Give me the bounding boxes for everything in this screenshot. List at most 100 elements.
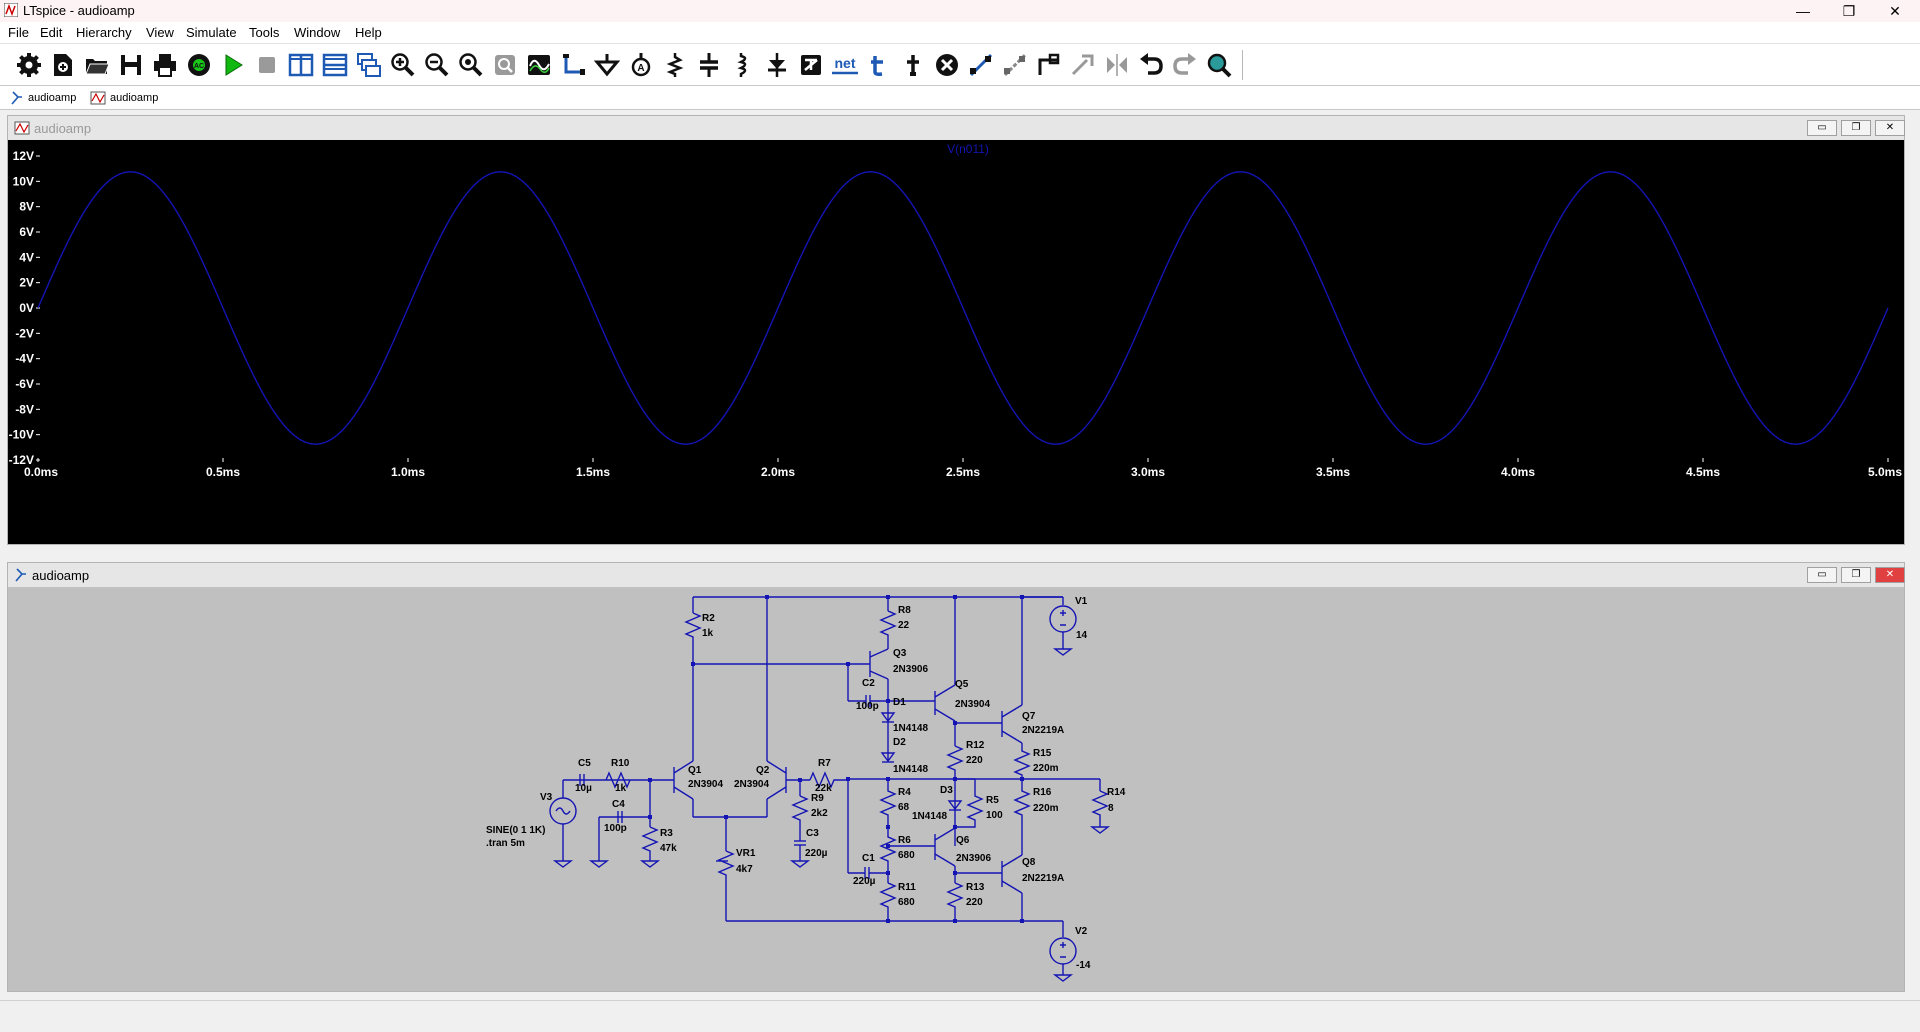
schematic-canvas[interactable]: R21kR822V114Q32N3906C2100pD1Q52N3904Q72N… xyxy=(8,587,1904,991)
close-button[interactable]: ✕ xyxy=(1889,2,1901,19)
move-icon[interactable] xyxy=(1000,50,1030,80)
undo-icon[interactable] xyxy=(1136,50,1166,80)
duplicate-icon[interactable] xyxy=(966,50,996,80)
component-label[interactable]: R6 xyxy=(898,835,911,846)
label-icon[interactable]: A xyxy=(626,50,656,80)
component-label[interactable]: R9 xyxy=(811,793,824,804)
component-label[interactable]: 100p xyxy=(604,823,627,834)
component-label[interactable]: Q5 xyxy=(955,679,969,690)
menu-file[interactable]: File xyxy=(8,25,29,40)
component-label[interactable]: R10 xyxy=(611,758,630,769)
component-label[interactable]: 2N2219A xyxy=(1022,873,1064,884)
component-label[interactable]: SINE(0 1 1K) xyxy=(486,825,545,836)
component-label[interactable]: 14 xyxy=(1076,630,1088,641)
component-label[interactable]: R15 xyxy=(1033,748,1052,759)
text-icon[interactable] xyxy=(864,50,894,80)
minimize-button[interactable]: — xyxy=(1796,3,1810,19)
halt-icon[interactable] xyxy=(252,50,282,80)
component-label[interactable]: R2 xyxy=(702,613,715,624)
component-label[interactable]: 2N2219A xyxy=(1022,725,1064,736)
component-label[interactable]: Q6 xyxy=(956,835,970,846)
component-label[interactable]: VR1 xyxy=(736,848,756,859)
redo-icon[interactable] xyxy=(1170,50,1200,80)
component-label[interactable]: R3 xyxy=(660,828,673,839)
component-label[interactable]: Q3 xyxy=(893,648,907,659)
component-label[interactable]: 100p xyxy=(856,701,879,712)
component-label[interactable]: R12 xyxy=(966,740,985,751)
resistor-icon[interactable] xyxy=(660,50,690,80)
component-label[interactable]: 4k7 xyxy=(736,864,753,875)
component-label[interactable]: 1N4148 xyxy=(893,723,928,734)
mdi-minimize-button[interactable]: ▭ xyxy=(1807,567,1837,583)
mdi-close-button[interactable]: ✕ xyxy=(1875,567,1905,583)
component-label[interactable]: 680 xyxy=(898,897,915,908)
component-label[interactable]: 2N3904 xyxy=(955,699,990,710)
component-label[interactable]: R13 xyxy=(966,882,985,893)
component-label[interactable]: C4 xyxy=(612,799,625,810)
autorange-icon[interactable] xyxy=(524,50,554,80)
component-label[interactable]: R5 xyxy=(986,795,999,806)
mdi-minimize-button[interactable]: ▭ xyxy=(1807,120,1837,136)
component-label[interactable]: -14 xyxy=(1076,960,1091,971)
component-label[interactable]: 2N3906 xyxy=(893,664,928,675)
component-icon[interactable] xyxy=(796,50,826,80)
component-label[interactable]: R14 xyxy=(1107,787,1126,798)
zoom-out-icon[interactable] xyxy=(422,50,452,80)
drag-icon[interactable] xyxy=(1034,50,1064,80)
component-label[interactable]: 22k xyxy=(815,783,832,794)
component-label[interactable]: V3 xyxy=(540,792,553,803)
component-label[interactable]: 1N4148 xyxy=(893,764,928,775)
component-label[interactable]: 220µ xyxy=(805,848,828,859)
component-label[interactable]: R8 xyxy=(898,605,911,616)
zoom-fit-icon[interactable] xyxy=(456,50,486,80)
component-label[interactable]: C1 xyxy=(862,853,875,864)
component-label[interactable]: 2N3904 xyxy=(734,779,769,790)
new-schematic-icon[interactable] xyxy=(48,50,78,80)
component-label[interactable]: V1 xyxy=(1075,596,1088,607)
mdi-restore-button[interactable]: ❐ xyxy=(1841,567,1871,583)
component-label[interactable]: Q2 xyxy=(756,765,770,776)
component-label[interactable]: Q1 xyxy=(688,765,702,776)
component-label[interactable]: .tran 5m xyxy=(486,838,525,849)
menu-hierarchy[interactable]: Hierarchy xyxy=(76,25,132,40)
component-label[interactable]: R16 xyxy=(1033,787,1052,798)
wire-icon[interactable] xyxy=(558,50,588,80)
tab-waveform-audioamp[interactable]: audioamp xyxy=(90,89,158,107)
menu-help[interactable]: Help xyxy=(355,25,382,40)
mdi-close-button[interactable]: ✕ xyxy=(1875,120,1905,136)
spice-directive-icon[interactable] xyxy=(898,50,928,80)
settings-icon[interactable] xyxy=(14,50,44,80)
component-label[interactable]: 220 xyxy=(966,897,983,908)
component-label[interactable]: 2N3906 xyxy=(956,853,991,864)
capacitor-icon[interactable] xyxy=(694,50,724,80)
tab-schematic-audioamp[interactable]: audioamp xyxy=(10,89,76,107)
component-label[interactable]: 220 xyxy=(966,755,983,766)
component-label[interactable]: 68 xyxy=(898,802,910,813)
component-label[interactable]: 2k2 xyxy=(811,808,828,819)
tile-vertical-icon[interactable] xyxy=(286,50,316,80)
component-label[interactable]: C5 xyxy=(578,758,591,769)
component-label[interactable]: R4 xyxy=(898,787,911,798)
component-label[interactable]: V2 xyxy=(1075,926,1088,937)
component-label[interactable]: 2N3904 xyxy=(688,779,723,790)
component-label[interactable]: 220m xyxy=(1033,763,1059,774)
tile-horizontal-icon[interactable] xyxy=(320,50,350,80)
menu-edit[interactable]: Edit xyxy=(40,25,63,40)
open-icon[interactable] xyxy=(82,50,112,80)
diode-icon[interactable] xyxy=(762,50,792,80)
run-icon[interactable] xyxy=(218,50,248,80)
component-label[interactable]: 10µ xyxy=(575,783,592,794)
component-label[interactable]: Q7 xyxy=(1022,711,1036,722)
menu-view[interactable]: View xyxy=(146,25,174,40)
component-label[interactable]: 1k xyxy=(615,783,627,794)
component-label[interactable]: Q8 xyxy=(1022,857,1036,868)
find-icon[interactable] xyxy=(1204,50,1234,80)
zoom-back-icon[interactable] xyxy=(490,50,520,80)
component-label[interactable]: 680 xyxy=(898,850,915,861)
component-label[interactable]: 220µ xyxy=(853,876,876,887)
component-label[interactable]: C3 xyxy=(806,828,819,839)
inductor-icon[interactable] xyxy=(728,50,758,80)
component-label[interactable]: 1k xyxy=(702,628,714,639)
save-icon[interactable] xyxy=(116,50,146,80)
rotate-icon[interactable] xyxy=(1068,50,1098,80)
